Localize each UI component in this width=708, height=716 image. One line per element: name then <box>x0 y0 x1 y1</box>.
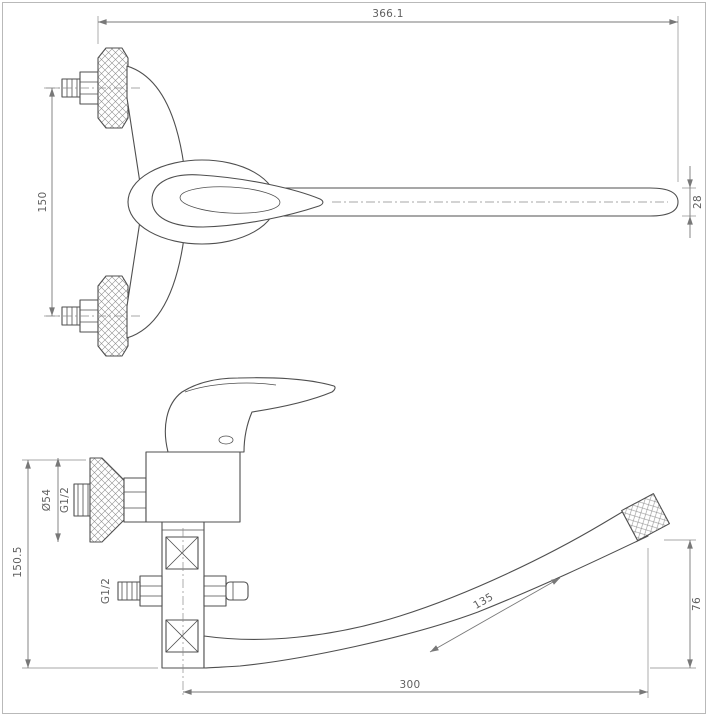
dim-mount-spacing: 150 <box>37 87 60 317</box>
dim-spout-reach: 300 <box>183 548 649 698</box>
faucet-body-arms <box>126 65 185 339</box>
spout-front-view <box>203 504 649 669</box>
dim-label-outlet-height: 76 <box>691 597 703 611</box>
dim-label-flange-diameter: Ø54 <box>41 489 53 512</box>
shower-outlet-front <box>203 575 249 607</box>
valve-box-upper <box>165 536 199 570</box>
front-view: 150.5 Ø54 G1/2 G1/2 135 76 300 <box>12 377 703 698</box>
dim-outlet-height: 76 <box>650 539 703 669</box>
dim-flange-diameter: Ø54 <box>41 458 61 543</box>
dim-spout-width: 28 <box>682 166 704 238</box>
label-thread-inlet: G1/2 <box>100 578 112 604</box>
body-front <box>145 451 241 523</box>
wall-mount-front <box>73 457 147 543</box>
aerator <box>621 493 670 542</box>
handle-grip-top-view <box>179 186 281 214</box>
handle-front <box>164 377 336 453</box>
dim-label-mount-spacing: 150 <box>37 192 49 213</box>
dim-height: 150.5 <box>12 459 158 669</box>
dim-label-spout-width: 28 <box>692 195 704 209</box>
label-thread-wall: G1/2 <box>59 487 71 513</box>
dim-label-spout-reach: 300 <box>400 679 421 691</box>
dim-label-overall-length: 366.1 <box>372 8 404 20</box>
top-view: 366.1 150 28 <box>37 8 704 357</box>
dim-overall-length: 366.1 <box>97 8 679 182</box>
inlet-front <box>117 575 163 607</box>
escutcheon-front <box>89 457 125 543</box>
dim-label-height: 150.5 <box>12 546 24 578</box>
handle-logo <box>218 435 234 445</box>
valve-box-lower <box>165 619 199 653</box>
handle-top-view <box>151 174 324 228</box>
